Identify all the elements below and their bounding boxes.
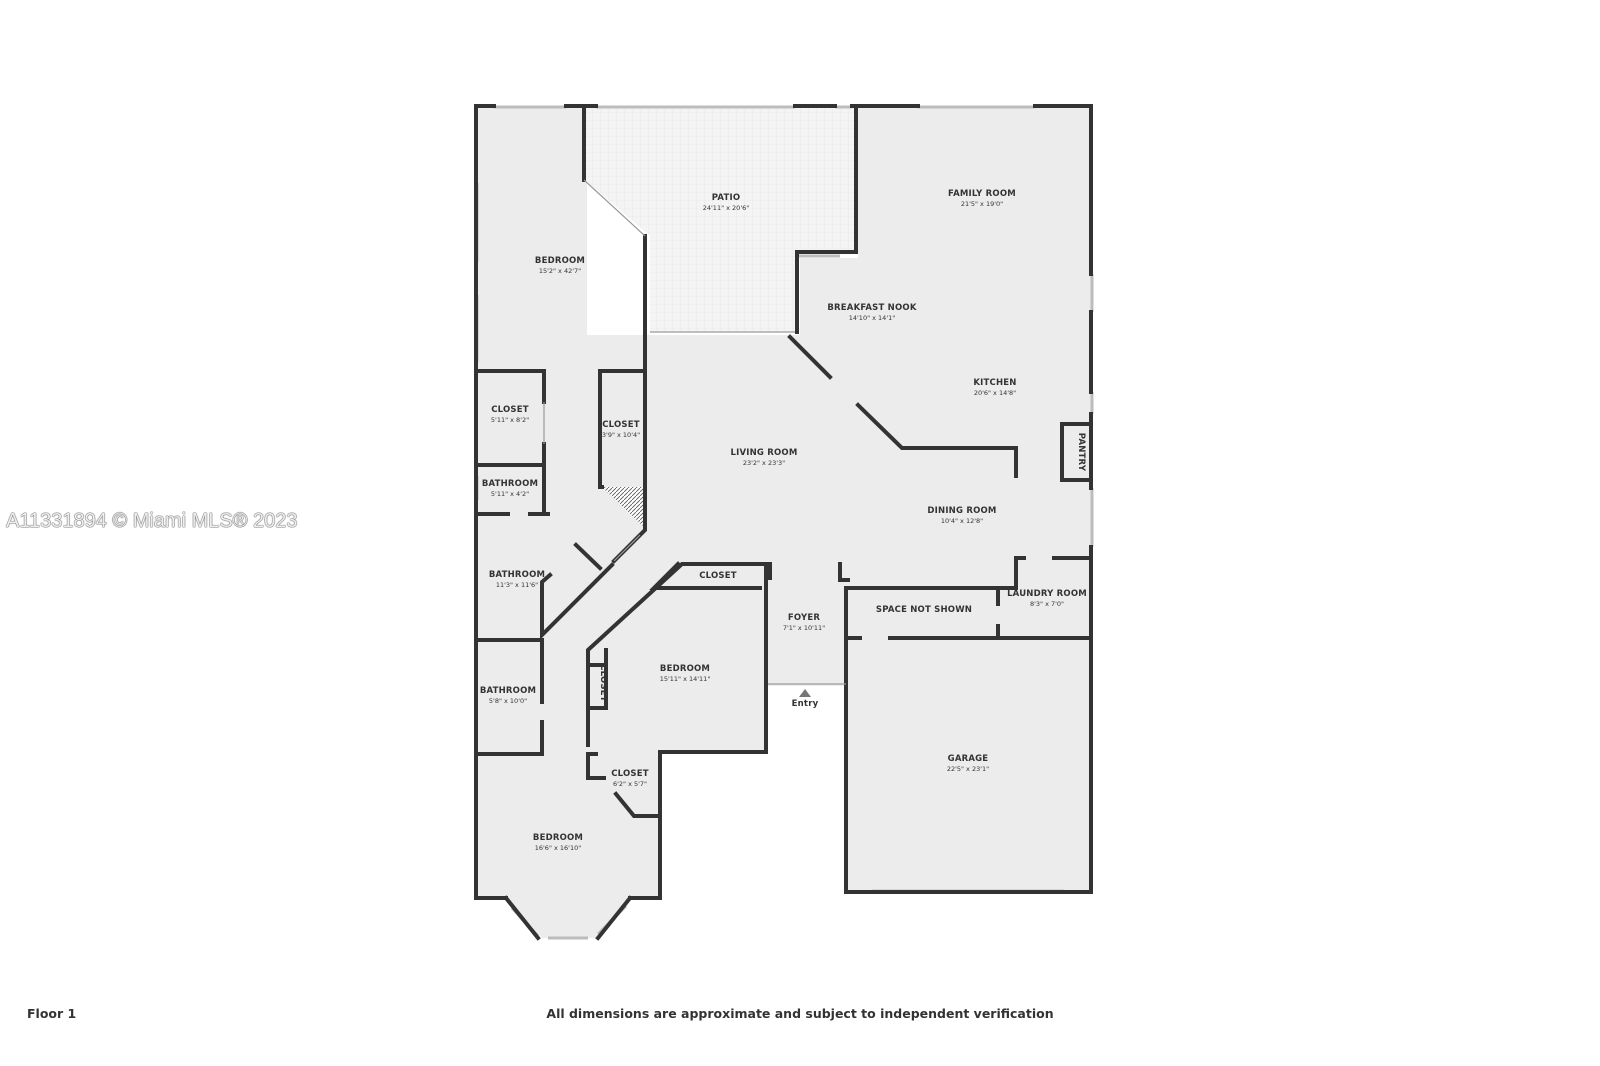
room-dimensions: 23'2" x 23'3": [743, 459, 785, 467]
floor-fill: [478, 108, 1093, 938]
room-name: BEDROOM: [533, 833, 583, 843]
room-name: LAUNDRY ROOM: [1007, 589, 1087, 599]
disclaimer: All dimensions are approximate and subje…: [546, 1006, 1054, 1021]
room-name: BATHROOM: [482, 479, 538, 489]
room-name: GARAGE: [948, 754, 989, 764]
room-name: BEDROOM: [535, 256, 585, 266]
room-dimensions: 7'1" x 10'11": [783, 624, 825, 632]
room-name: DINING ROOM: [927, 506, 996, 516]
room-name: CLOSET: [602, 420, 640, 430]
watermark: A11331894 © Miami MLS® 2023: [6, 510, 298, 532]
room-name: FAMILY ROOM: [948, 189, 1016, 199]
room-label-closet-3: CLOSET: [699, 571, 737, 581]
room-name: SPACE NOT SHOWN: [876, 605, 972, 615]
room-dimensions: 21'5" x 19'0": [961, 200, 1003, 208]
room-name: CLOSET: [699, 571, 737, 581]
room-name: CLOSET: [598, 664, 608, 702]
room-name: PATIO: [712, 193, 741, 203]
room-name: KITCHEN: [973, 378, 1016, 388]
room-dimensions: 10'4" x 12'8": [941, 517, 983, 525]
room-dimensions: 5'11" x 4'2": [491, 490, 529, 498]
entry-arrow-icon: [799, 689, 811, 697]
room-name: PANTRY: [1076, 433, 1086, 472]
room-dimensions: 5'8" x 10'0": [489, 697, 527, 705]
room-dimensions: 6'2" x 5'7": [613, 780, 647, 788]
room-dimensions: 3'9" x 10'4": [602, 431, 640, 439]
room-name: BREAKFAST NOOK: [827, 303, 916, 313]
room-dimensions: 15'11" x 14'11": [660, 675, 711, 683]
house-floor: [478, 108, 1093, 938]
room-name: BATHROOM: [489, 570, 545, 580]
room-name: CLOSET: [611, 769, 649, 779]
room-label-pantry: PANTRY: [1076, 433, 1086, 472]
room-dimensions: 20'6" x 14'8": [974, 389, 1016, 397]
room-name: LIVING ROOM: [730, 448, 797, 458]
room-dimensions: 5'11" x 8'2": [491, 416, 529, 424]
thin-lines: [543, 179, 846, 685]
floor-label: Floor 1: [27, 1006, 77, 1021]
room-dimensions: 24'11" x 20'6": [703, 204, 749, 212]
room-name: FOYER: [788, 613, 820, 623]
room-dimensions: 22'5" x 23'1": [947, 765, 989, 773]
room-label-space-not-shown: SPACE NOT SHOWN: [876, 605, 972, 615]
room-dimensions: 14'10" x 14'1": [849, 314, 895, 322]
room-dimensions: 8'3" x 7'0": [1030, 600, 1064, 608]
patio-floor: [585, 108, 858, 332]
room-dimensions: 16'6" x 16'10": [535, 844, 581, 852]
room-dimensions: 11'3" x 11'6": [496, 581, 538, 589]
room-label-closet-5: CLOSET: [598, 664, 608, 702]
stair-hatch: [602, 487, 644, 527]
entry-label: Entry: [792, 699, 819, 709]
room-dimensions: 15'2" x 42'7": [539, 267, 581, 275]
room-name: CLOSET: [491, 405, 529, 415]
room-name: BEDROOM: [660, 664, 710, 674]
room-name: BATHROOM: [480, 686, 536, 696]
